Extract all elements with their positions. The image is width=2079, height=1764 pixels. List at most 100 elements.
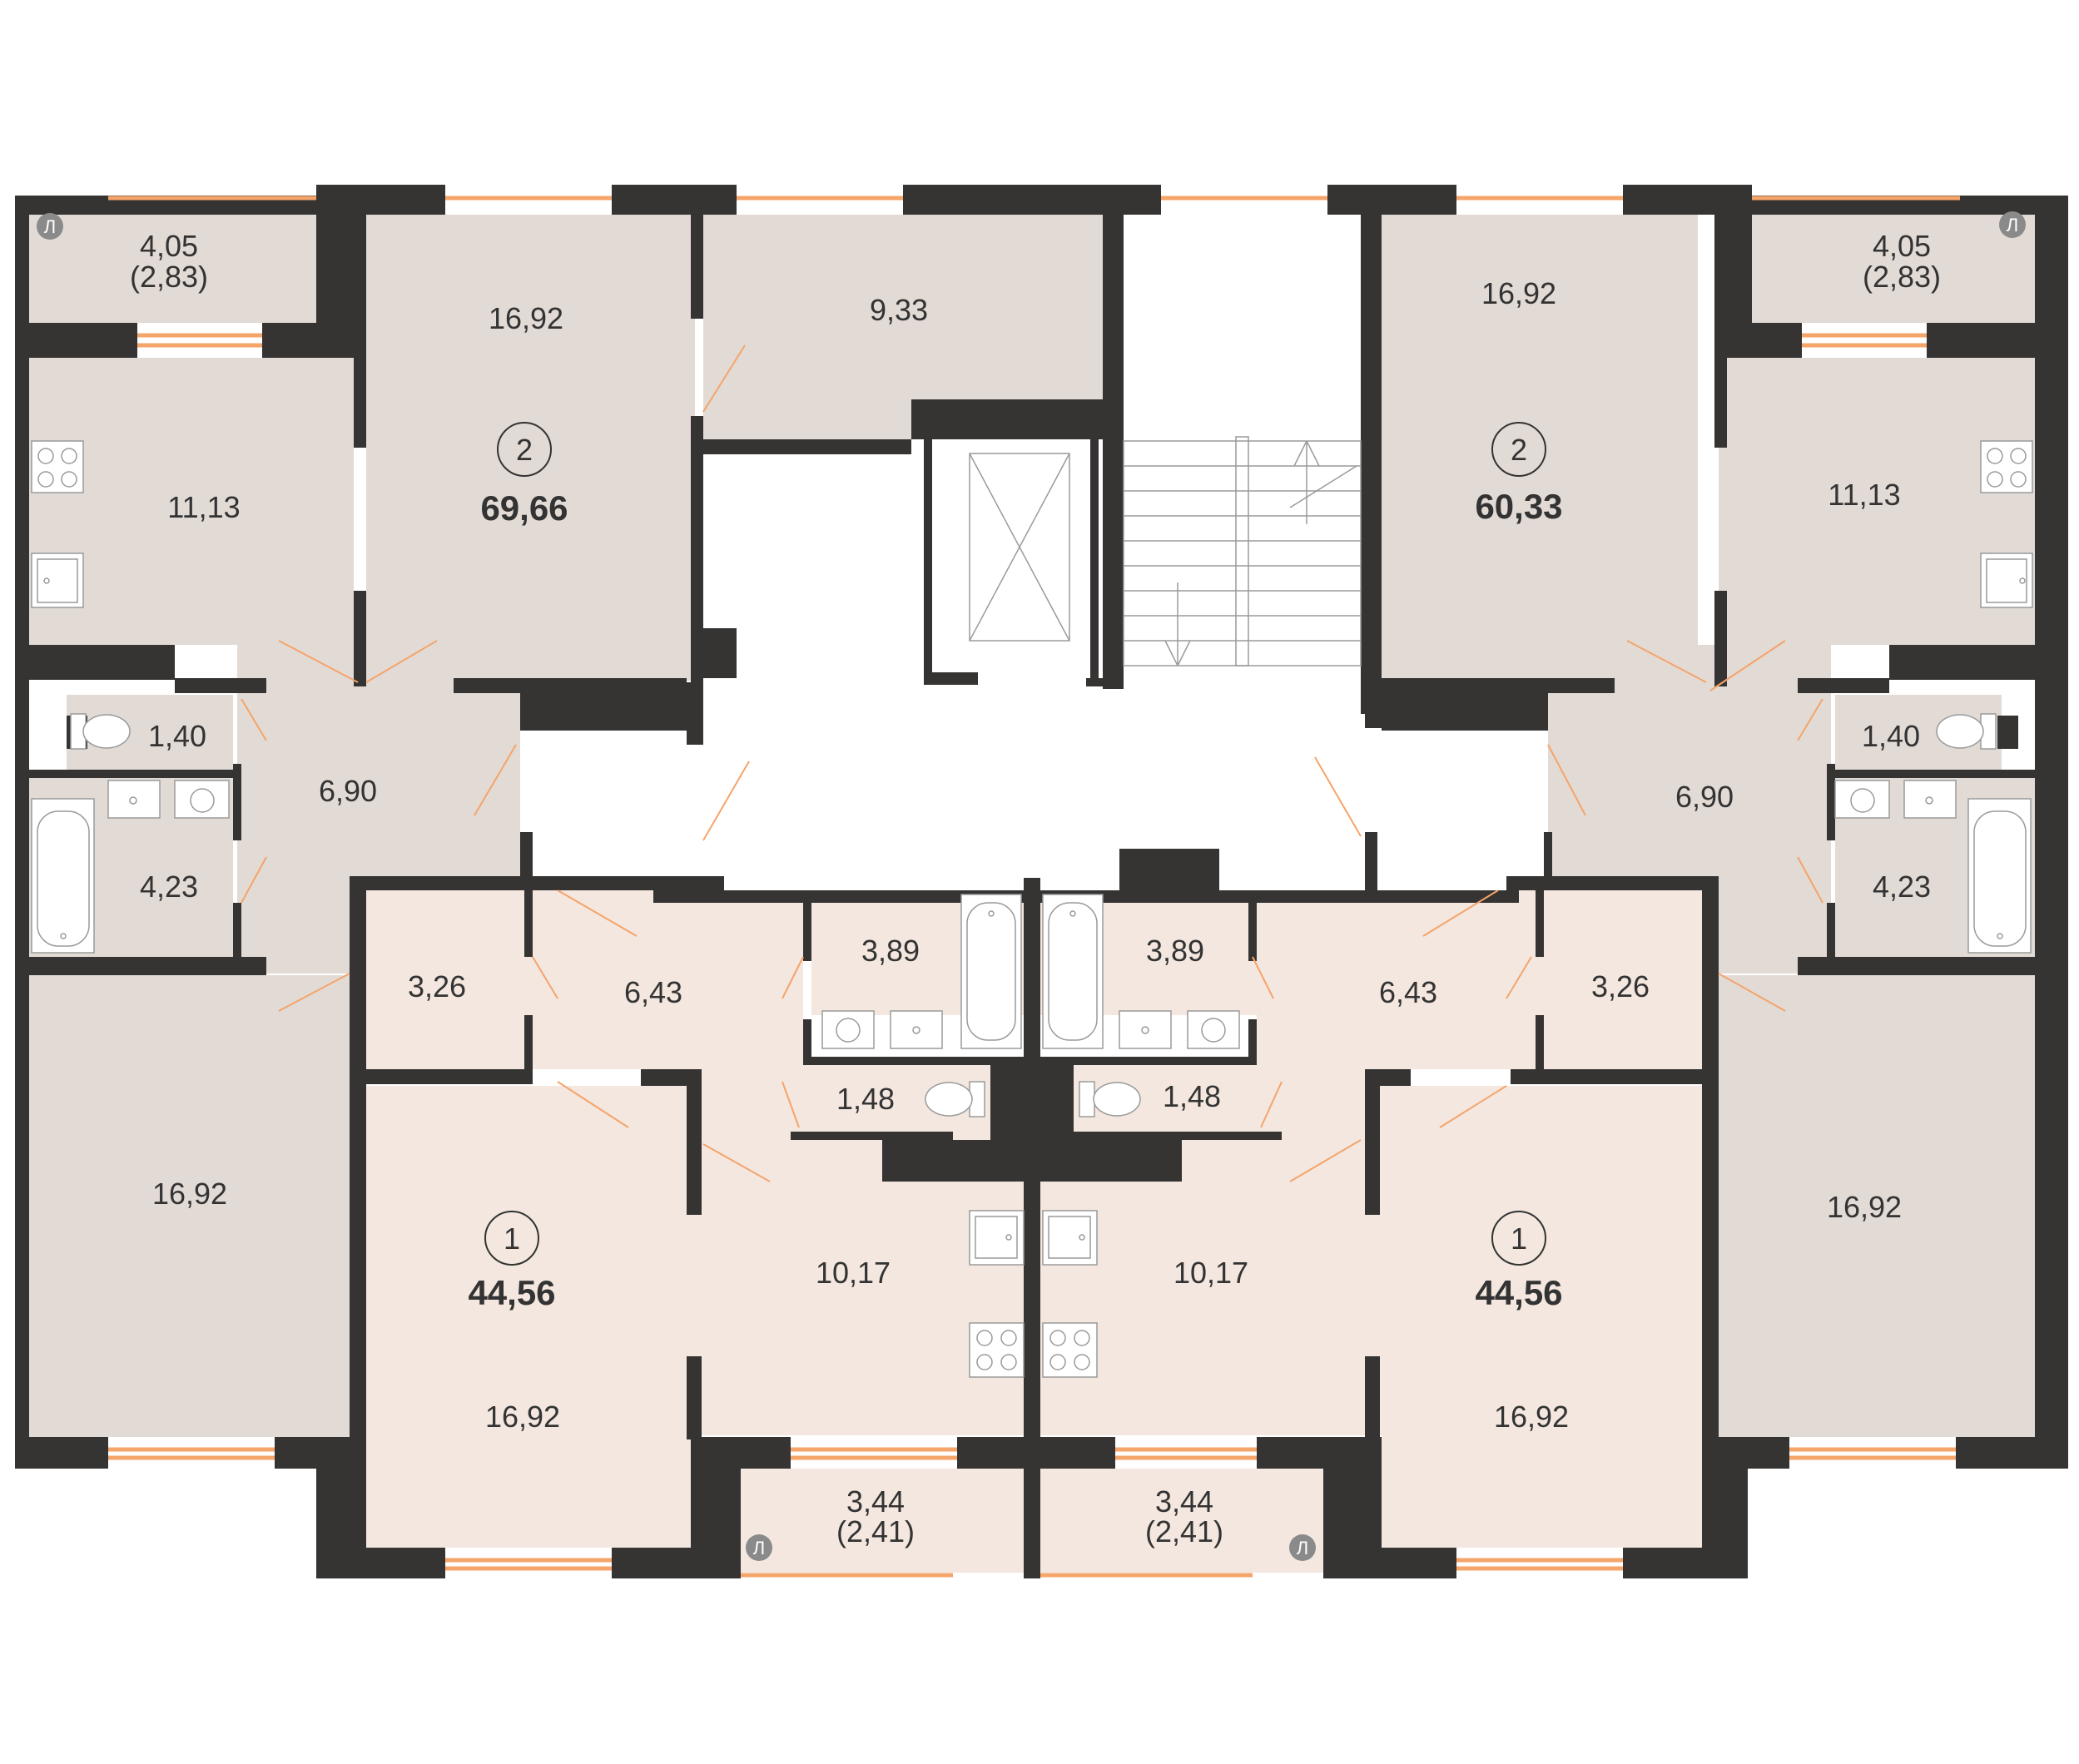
area-label: 16,92 bbox=[1827, 1190, 1902, 1224]
svg-text:Л: Л bbox=[753, 1538, 765, 1558]
area-label: 16,92 bbox=[152, 1177, 227, 1211]
svg-text:Л: Л bbox=[44, 216, 56, 237]
area-label: 4,23 bbox=[1873, 870, 1931, 904]
c2-loggia-fill bbox=[1040, 1469, 1323, 1573]
area-label: 6,90 bbox=[1675, 780, 1734, 814]
stove-icon bbox=[31, 440, 84, 493]
area-label: 3,44 bbox=[1155, 1484, 1213, 1519]
area-label: (2,83) bbox=[130, 260, 208, 294]
area-label: 3,44 bbox=[846, 1484, 905, 1519]
sink-icon bbox=[1042, 1210, 1098, 1266]
area-label: 6,43 bbox=[1379, 975, 1437, 1009]
washbasin-icon bbox=[890, 1010, 943, 1049]
bathtub-icon bbox=[31, 798, 95, 954]
walls bbox=[15, 185, 2068, 1578]
stove-icon bbox=[1042, 1322, 1098, 1378]
c2-room-fill bbox=[1382, 1086, 1702, 1548]
right-room-bottom-fill bbox=[1719, 975, 2035, 1437]
c1-hall-fill bbox=[528, 890, 803, 1069]
c1-storage-fill bbox=[366, 890, 528, 1069]
area-label: 6,43 bbox=[624, 975, 682, 1009]
right-loggia-fill bbox=[1752, 215, 2035, 323]
area-label: 11,13 bbox=[167, 490, 240, 524]
area-label: 4,05 bbox=[140, 229, 198, 263]
apartment-markers bbox=[484, 422, 1546, 1266]
loggia-marker-icon bbox=[1999, 211, 2026, 238]
apartment-total-area: 44,56 bbox=[1475, 1273, 1562, 1312]
stove-icon bbox=[969, 1322, 1025, 1378]
area-label: 1,48 bbox=[836, 1082, 895, 1116]
area-label: 3,26 bbox=[1591, 969, 1650, 1003]
room-count-badge bbox=[484, 1211, 539, 1266]
toilet-icon bbox=[1936, 713, 1997, 750]
area-label: 4,23 bbox=[140, 870, 198, 904]
bathtub-icon bbox=[1042, 894, 1104, 1049]
loggia-marker-icon bbox=[1289, 1534, 1316, 1561]
windows bbox=[108, 196, 1960, 1578]
room-count: 1 bbox=[504, 1221, 520, 1256]
area-label: (2,83) bbox=[1863, 260, 1941, 294]
toilet-icon bbox=[1079, 1081, 1141, 1117]
washbasin-icon bbox=[1903, 780, 1957, 819]
doors bbox=[241, 344, 1823, 1182]
elevator-shaft bbox=[969, 453, 1070, 642]
area-label: 10,17 bbox=[816, 1256, 891, 1290]
area-label: 11,13 bbox=[1828, 478, 1900, 512]
loggia-marker-icon bbox=[37, 213, 63, 240]
sink-icon bbox=[969, 1210, 1025, 1266]
right-room-top-fill bbox=[1382, 215, 1698, 681]
toilet-icon bbox=[70, 713, 131, 750]
sink-icon bbox=[1980, 552, 2033, 608]
c1-room-fill bbox=[366, 1086, 691, 1548]
svg-text:Л: Л bbox=[2007, 215, 2018, 235]
area-label: 6,90 bbox=[319, 774, 377, 808]
bathtub-icon bbox=[960, 894, 1022, 1049]
fixtures bbox=[31, 440, 2033, 1378]
area-label: 3,89 bbox=[861, 934, 920, 968]
c2-storage-fill bbox=[1544, 890, 1702, 1069]
area-label: 4,05 bbox=[1873, 229, 1931, 263]
washing-machine-icon bbox=[1834, 780, 1890, 819]
room-count-badge bbox=[497, 422, 552, 477]
washing-machine-icon bbox=[821, 1010, 875, 1049]
room-labels: 4,05 (2,83) 16,92 9,33 11,13 1,40 6,90 4… bbox=[130, 229, 1941, 1548]
room-count: 2 bbox=[516, 433, 533, 467]
toilet-icon bbox=[925, 1081, 985, 1117]
washing-machine-icon bbox=[174, 780, 230, 819]
apartment-total-area: 44,56 bbox=[468, 1273, 555, 1312]
room-fills bbox=[29, 215, 2035, 1573]
svg-text:Л: Л bbox=[1297, 1538, 1308, 1558]
room-count-badge bbox=[1491, 1211, 1546, 1266]
apartment-total-area: 60,33 bbox=[1475, 487, 1562, 526]
loggia-markers: Л Л Л Л bbox=[37, 211, 2026, 1561]
area-label: 16,92 bbox=[1494, 1400, 1569, 1434]
left-room-top-fill bbox=[366, 215, 695, 681]
area-label: 3,89 bbox=[1146, 934, 1204, 968]
area-label: 1,40 bbox=[1862, 719, 1920, 753]
area-label: (2,41) bbox=[1145, 1514, 1223, 1548]
left-loggia-fill bbox=[29, 215, 316, 323]
washbasin-icon bbox=[107, 780, 161, 819]
washing-machine-icon bbox=[1187, 1010, 1240, 1049]
area-label: 3,26 bbox=[408, 969, 466, 1003]
area-label: 1,48 bbox=[1163, 1079, 1221, 1113]
sink-icon bbox=[31, 552, 84, 608]
washbasin-icon bbox=[1119, 1010, 1172, 1049]
area-label: 9,33 bbox=[870, 293, 928, 327]
c1-kitchen-fill bbox=[691, 1069, 1024, 1435]
area-label: 10,17 bbox=[1173, 1256, 1248, 1290]
area-label: 1,40 bbox=[148, 719, 206, 753]
apartment-total-area: 69,66 bbox=[480, 488, 568, 528]
area-label: 16,92 bbox=[1481, 276, 1556, 310]
staircase bbox=[1123, 436, 1362, 666]
area-label: (2,41) bbox=[836, 1514, 915, 1548]
c1-loggia-fill bbox=[741, 1469, 1024, 1573]
loggia-marker-icon bbox=[746, 1534, 772, 1561]
room-count: 1 bbox=[1511, 1221, 1527, 1256]
room-count-badge bbox=[1491, 422, 1546, 477]
bathtub-icon bbox=[1967, 798, 2032, 954]
room-count: 2 bbox=[1511, 433, 1527, 467]
area-label: 16,92 bbox=[485, 1400, 560, 1434]
left-room-bottom-fill bbox=[29, 975, 354, 1437]
